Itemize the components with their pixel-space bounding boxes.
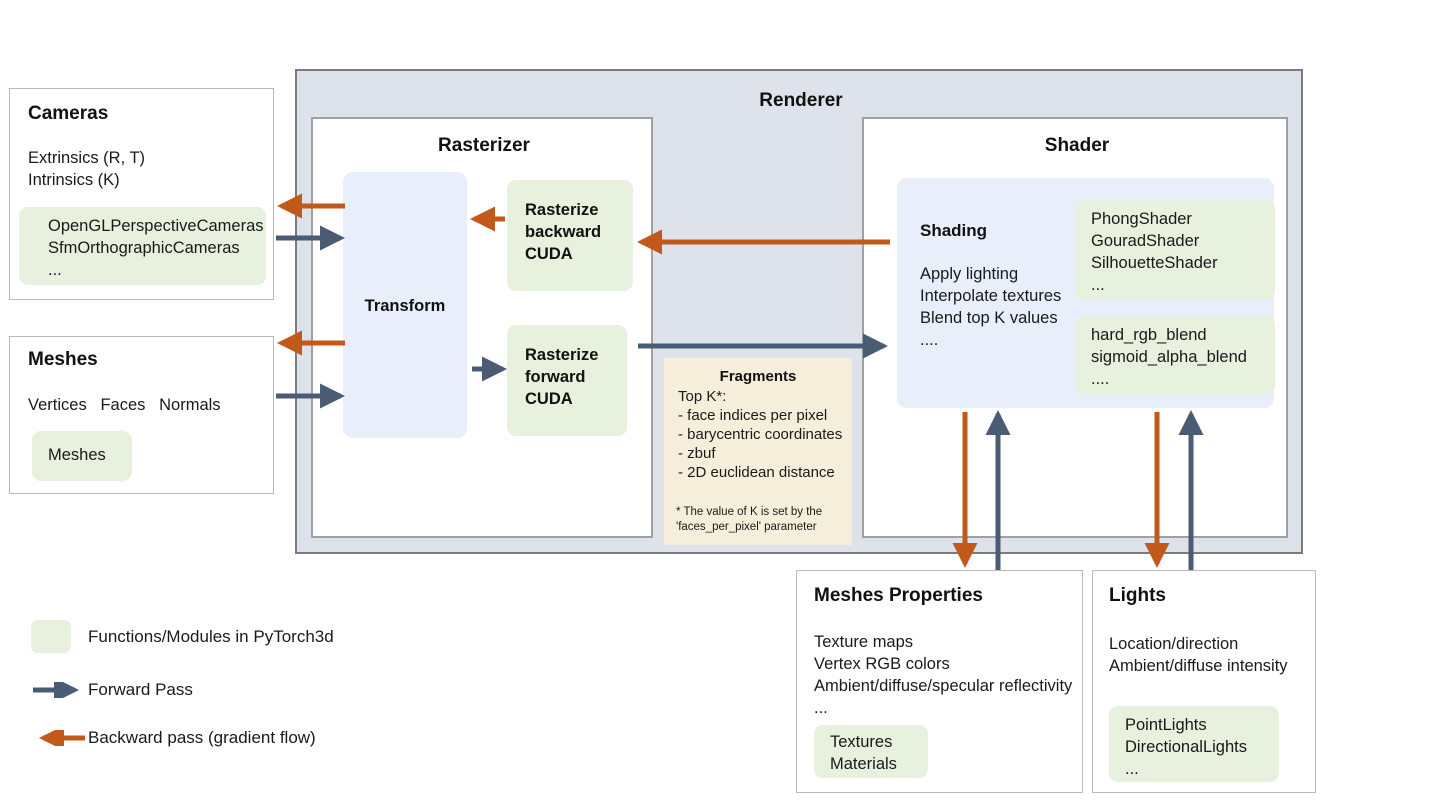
rasterize-backward-line-3: CUDA (525, 245, 573, 263)
shader-module-3: SilhouetteShader (1091, 254, 1218, 272)
lights-module-3: ... (1125, 760, 1139, 778)
shading-line-3: Blend top K values (920, 309, 1058, 327)
meshes-properties-modules-chip: Textures Materials (814, 725, 928, 778)
rasterize-forward-line-2: forward (525, 368, 586, 386)
shader-modules-chip: PhongShader GouradShader SilhouetteShade… (1075, 200, 1275, 300)
cameras-modules-chip: OpenGLPerspectiveCameras SfmOrthographic… (19, 207, 266, 285)
lights-module-2: DirectionalLights (1125, 738, 1247, 756)
shader-title: Shader (1044, 135, 1110, 156)
cameras-module-1: OpenGLPerspectiveCameras (48, 217, 264, 235)
lights-line-2: Ambient/diffuse intensity (1109, 657, 1288, 675)
shader-module-4: ... (1091, 276, 1105, 294)
meshes-properties-module-2: Materials (830, 755, 897, 773)
meshes-modules-chip: Meshes (32, 431, 132, 481)
meshes-line-1: Vertices Faces Normals (28, 396, 221, 414)
legend-backward-label: Backward pass (gradient flow) (88, 728, 316, 747)
lights-module-1: PointLights (1125, 716, 1207, 734)
cameras-title: Cameras (28, 103, 109, 124)
lights-modules-chip: PointLights DirectionalLights ... (1109, 706, 1279, 782)
fragments-note-line-2: 'faces_per_pixel' parameter (676, 521, 817, 533)
cameras-line-2: Intrinsics (K) (28, 171, 120, 189)
legend-forward-arrow-icon (33, 682, 80, 698)
shading-panel: Shading Apply lighting Interpolate textu… (897, 178, 1275, 408)
meshes-properties-panel: Meshes Properties Texture maps Vertex RG… (796, 570, 1083, 793)
shading-title: Shading (920, 221, 988, 240)
meshes-panel: Meshes Vertices Faces Normals Meshes (9, 336, 274, 494)
meshes-properties-title: Meshes Properties (814, 585, 983, 606)
lights-panel: Lights Location/direction Ambient/diffus… (1092, 570, 1316, 793)
rasterize-backward-line-2: backward (525, 223, 602, 241)
fragments-line-5: - 2D euclidean distance (678, 464, 835, 481)
meshes-properties-module-1: Textures (830, 733, 893, 751)
legend: Functions/Modules in PyTorch3d Forward P… (31, 620, 431, 770)
renderer-title: Renderer (759, 90, 843, 111)
rasterizer-title: Rasterizer (438, 135, 530, 156)
rasterize-backward-cuda-module: Rasterize backward CUDA (507, 180, 633, 291)
cameras-panel: Cameras Extrinsics (R, T) Intrinsics (K)… (9, 88, 274, 300)
fragments-line-4: - zbuf (678, 445, 716, 462)
shading-line-1: Apply lighting (920, 265, 1019, 283)
shader-module-1: PhongShader (1091, 210, 1192, 228)
blend-function-1: hard_rgb_blend (1091, 326, 1207, 344)
lights-line-1: Location/direction (1109, 635, 1239, 653)
fragments-line-3: - barycentric coordinates (678, 426, 843, 443)
legend-module-label: Functions/Modules in PyTorch3d (88, 627, 334, 646)
cameras-module-2: SfmOrthographicCameras (48, 239, 240, 257)
meshes-properties-line-1: Texture maps (814, 633, 914, 651)
rasterize-backward-line-1: Rasterize (525, 201, 599, 219)
shading-line-2: Interpolate textures (920, 287, 1062, 305)
fragments-note-line-1: * The value of K is set by the (676, 506, 823, 518)
meshes-properties-line-4: ... (814, 699, 828, 717)
meshes-properties-line-2: Vertex RGB colors (814, 655, 950, 673)
transform-box: Transform (343, 172, 467, 438)
cameras-module-3: ... (48, 261, 62, 279)
blend-function-2: sigmoid_alpha_blend (1091, 348, 1247, 366)
fragments-box: Fragments Top K*: - face indices per pix… (664, 358, 852, 545)
legend-module-swatch (31, 620, 71, 653)
rasterize-forward-line-1: Rasterize (525, 346, 599, 364)
rasterize-forward-cuda-module: Rasterize forward CUDA (507, 325, 627, 436)
transform-label: Transform (364, 297, 446, 315)
meshes-title: Meshes (28, 349, 98, 370)
meshes-module-1: Meshes (48, 446, 106, 464)
meshes-properties-line-3: Ambient/diffuse/specular reflectivity (814, 677, 1073, 695)
shader-module-2: GouradShader (1091, 232, 1200, 250)
shading-line-4: .... (920, 331, 939, 349)
legend-backward-arrow-icon (38, 730, 85, 746)
fragments-title: Fragments (719, 368, 797, 385)
fragments-line-1: Top K*: (678, 388, 727, 405)
legend-forward-label: Forward Pass (88, 680, 193, 699)
cameras-line-1: Extrinsics (R, T) (28, 149, 146, 167)
lights-title: Lights (1109, 585, 1166, 606)
blend-function-3: .... (1091, 370, 1110, 388)
fragments-line-2: - face indices per pixel (678, 407, 828, 424)
rasterize-forward-line-3: CUDA (525, 390, 573, 408)
blend-functions-chip: hard_rgb_blend sigmoid_alpha_blend .... (1075, 316, 1275, 394)
